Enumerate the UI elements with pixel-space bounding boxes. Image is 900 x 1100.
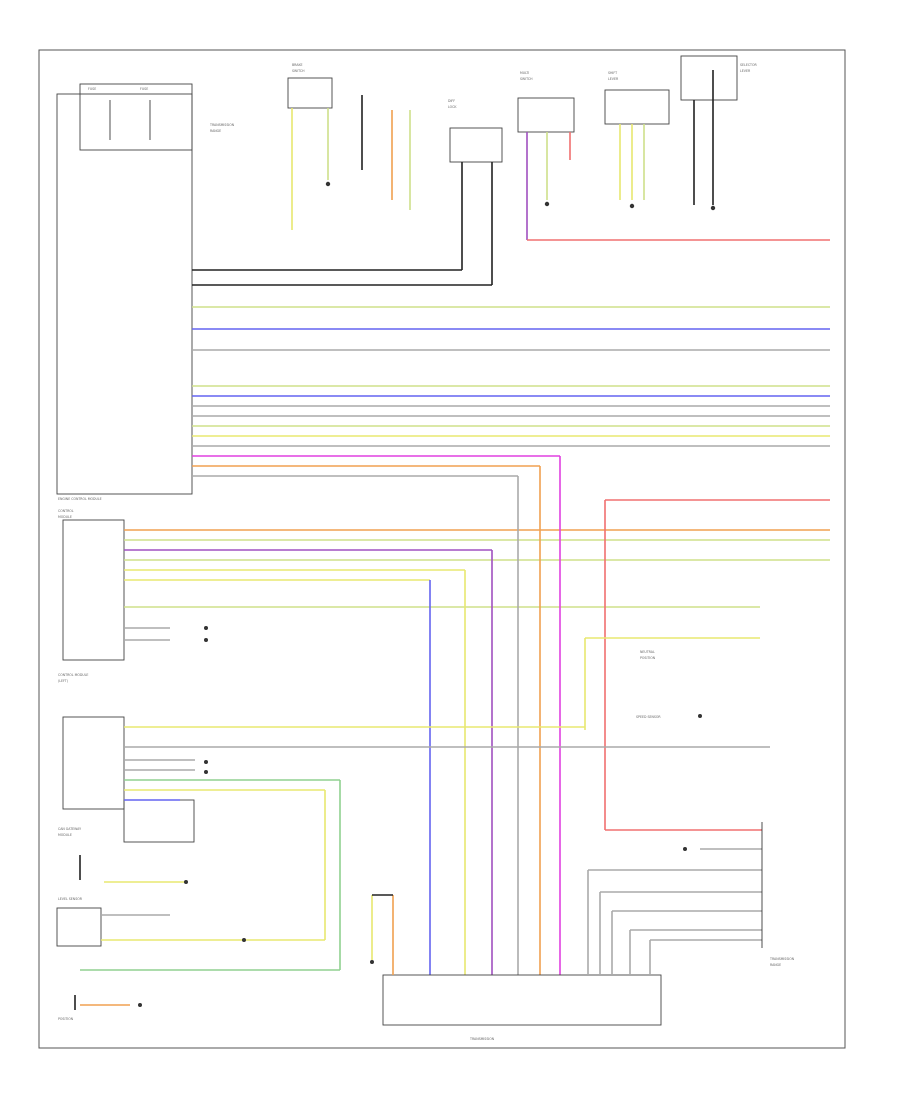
- svg-text:CAN GATEWAY: CAN GATEWAY: [58, 827, 81, 831]
- svg-text:SELECTOR: SELECTOR: [740, 63, 758, 67]
- svg-text:NEUTRAL: NEUTRAL: [640, 650, 655, 654]
- bottom-right-components: TRANSMISSION RANGE: [587, 822, 795, 975]
- svg-text:POSITION: POSITION: [640, 656, 656, 660]
- svg-text:TRANSMISSION: TRANSMISSION: [769, 957, 795, 961]
- svg-text:RANGE: RANGE: [210, 129, 221, 133]
- svg-text:LEVEL SENSOR: LEVEL SENSOR: [58, 897, 83, 901]
- lower-left-module: CAN GATEWAY MODULE SPEED SENSOR: [58, 714, 770, 970]
- svg-text:LEVER: LEVER: [740, 69, 751, 73]
- svg-text:MODULE: MODULE: [58, 515, 72, 519]
- svg-text:SWITCH: SWITCH: [520, 77, 533, 81]
- svg-text:POSITION: POSITION: [58, 1017, 74, 1021]
- svg-text:BRAKE: BRAKE: [292, 63, 303, 67]
- top-components: BRAKE SWITCH DIFF LOCK MULTI SWITCH SHIF…: [209, 55, 758, 163]
- svg-text:MODULE: MODULE: [58, 833, 72, 837]
- svg-text:TRANSMISSION: TRANSMISSION: [209, 123, 235, 127]
- bottom-left-components: LEVEL SENSOR POSITION: [56, 855, 340, 1021]
- svg-text:RANGE: RANGE: [770, 963, 781, 967]
- diagram-frame: [38, 49, 846, 1049]
- svg-text:SPEED SENSOR: SPEED SENSOR: [636, 715, 661, 719]
- middle-wires: NEUTRAL POSITION: [124, 499, 830, 830]
- engine-control-module: FUSE FUSE ENGINE CONTROL MODULE: [56, 83, 193, 501]
- svg-text:SHIFT: SHIFT: [608, 71, 617, 75]
- svg-text:CONTROL: CONTROL: [58, 509, 74, 513]
- transmission-control-module: CONTROL MODULE CONTROL MODULE (LEFT): [58, 509, 125, 683]
- svg-text:LEVER: LEVER: [608, 77, 619, 81]
- svg-text:DIFF: DIFF: [448, 99, 455, 103]
- svg-text:ENGINE CONTROL MODULE: ENGINE CONTROL MODULE: [58, 497, 102, 501]
- bottom-connector: TRANSMISSION: [370, 894, 662, 1041]
- svg-text:FUSE: FUSE: [140, 87, 148, 91]
- vertical-wires: [429, 456, 561, 975]
- bus-wires: [192, 269, 830, 477]
- svg-text:MULTI: MULTI: [520, 71, 529, 75]
- svg-text:SWITCH: SWITCH: [292, 69, 305, 73]
- top-wires: [291, 70, 830, 285]
- svg-text:LOCK: LOCK: [448, 105, 457, 109]
- svg-text:CONTROL MODULE: CONTROL MODULE: [58, 673, 88, 677]
- svg-text:FUSE: FUSE: [88, 87, 96, 91]
- svg-text:(LEFT): (LEFT): [58, 679, 68, 683]
- svg-text:TRANSMISSION: TRANSMISSION: [469, 1037, 495, 1041]
